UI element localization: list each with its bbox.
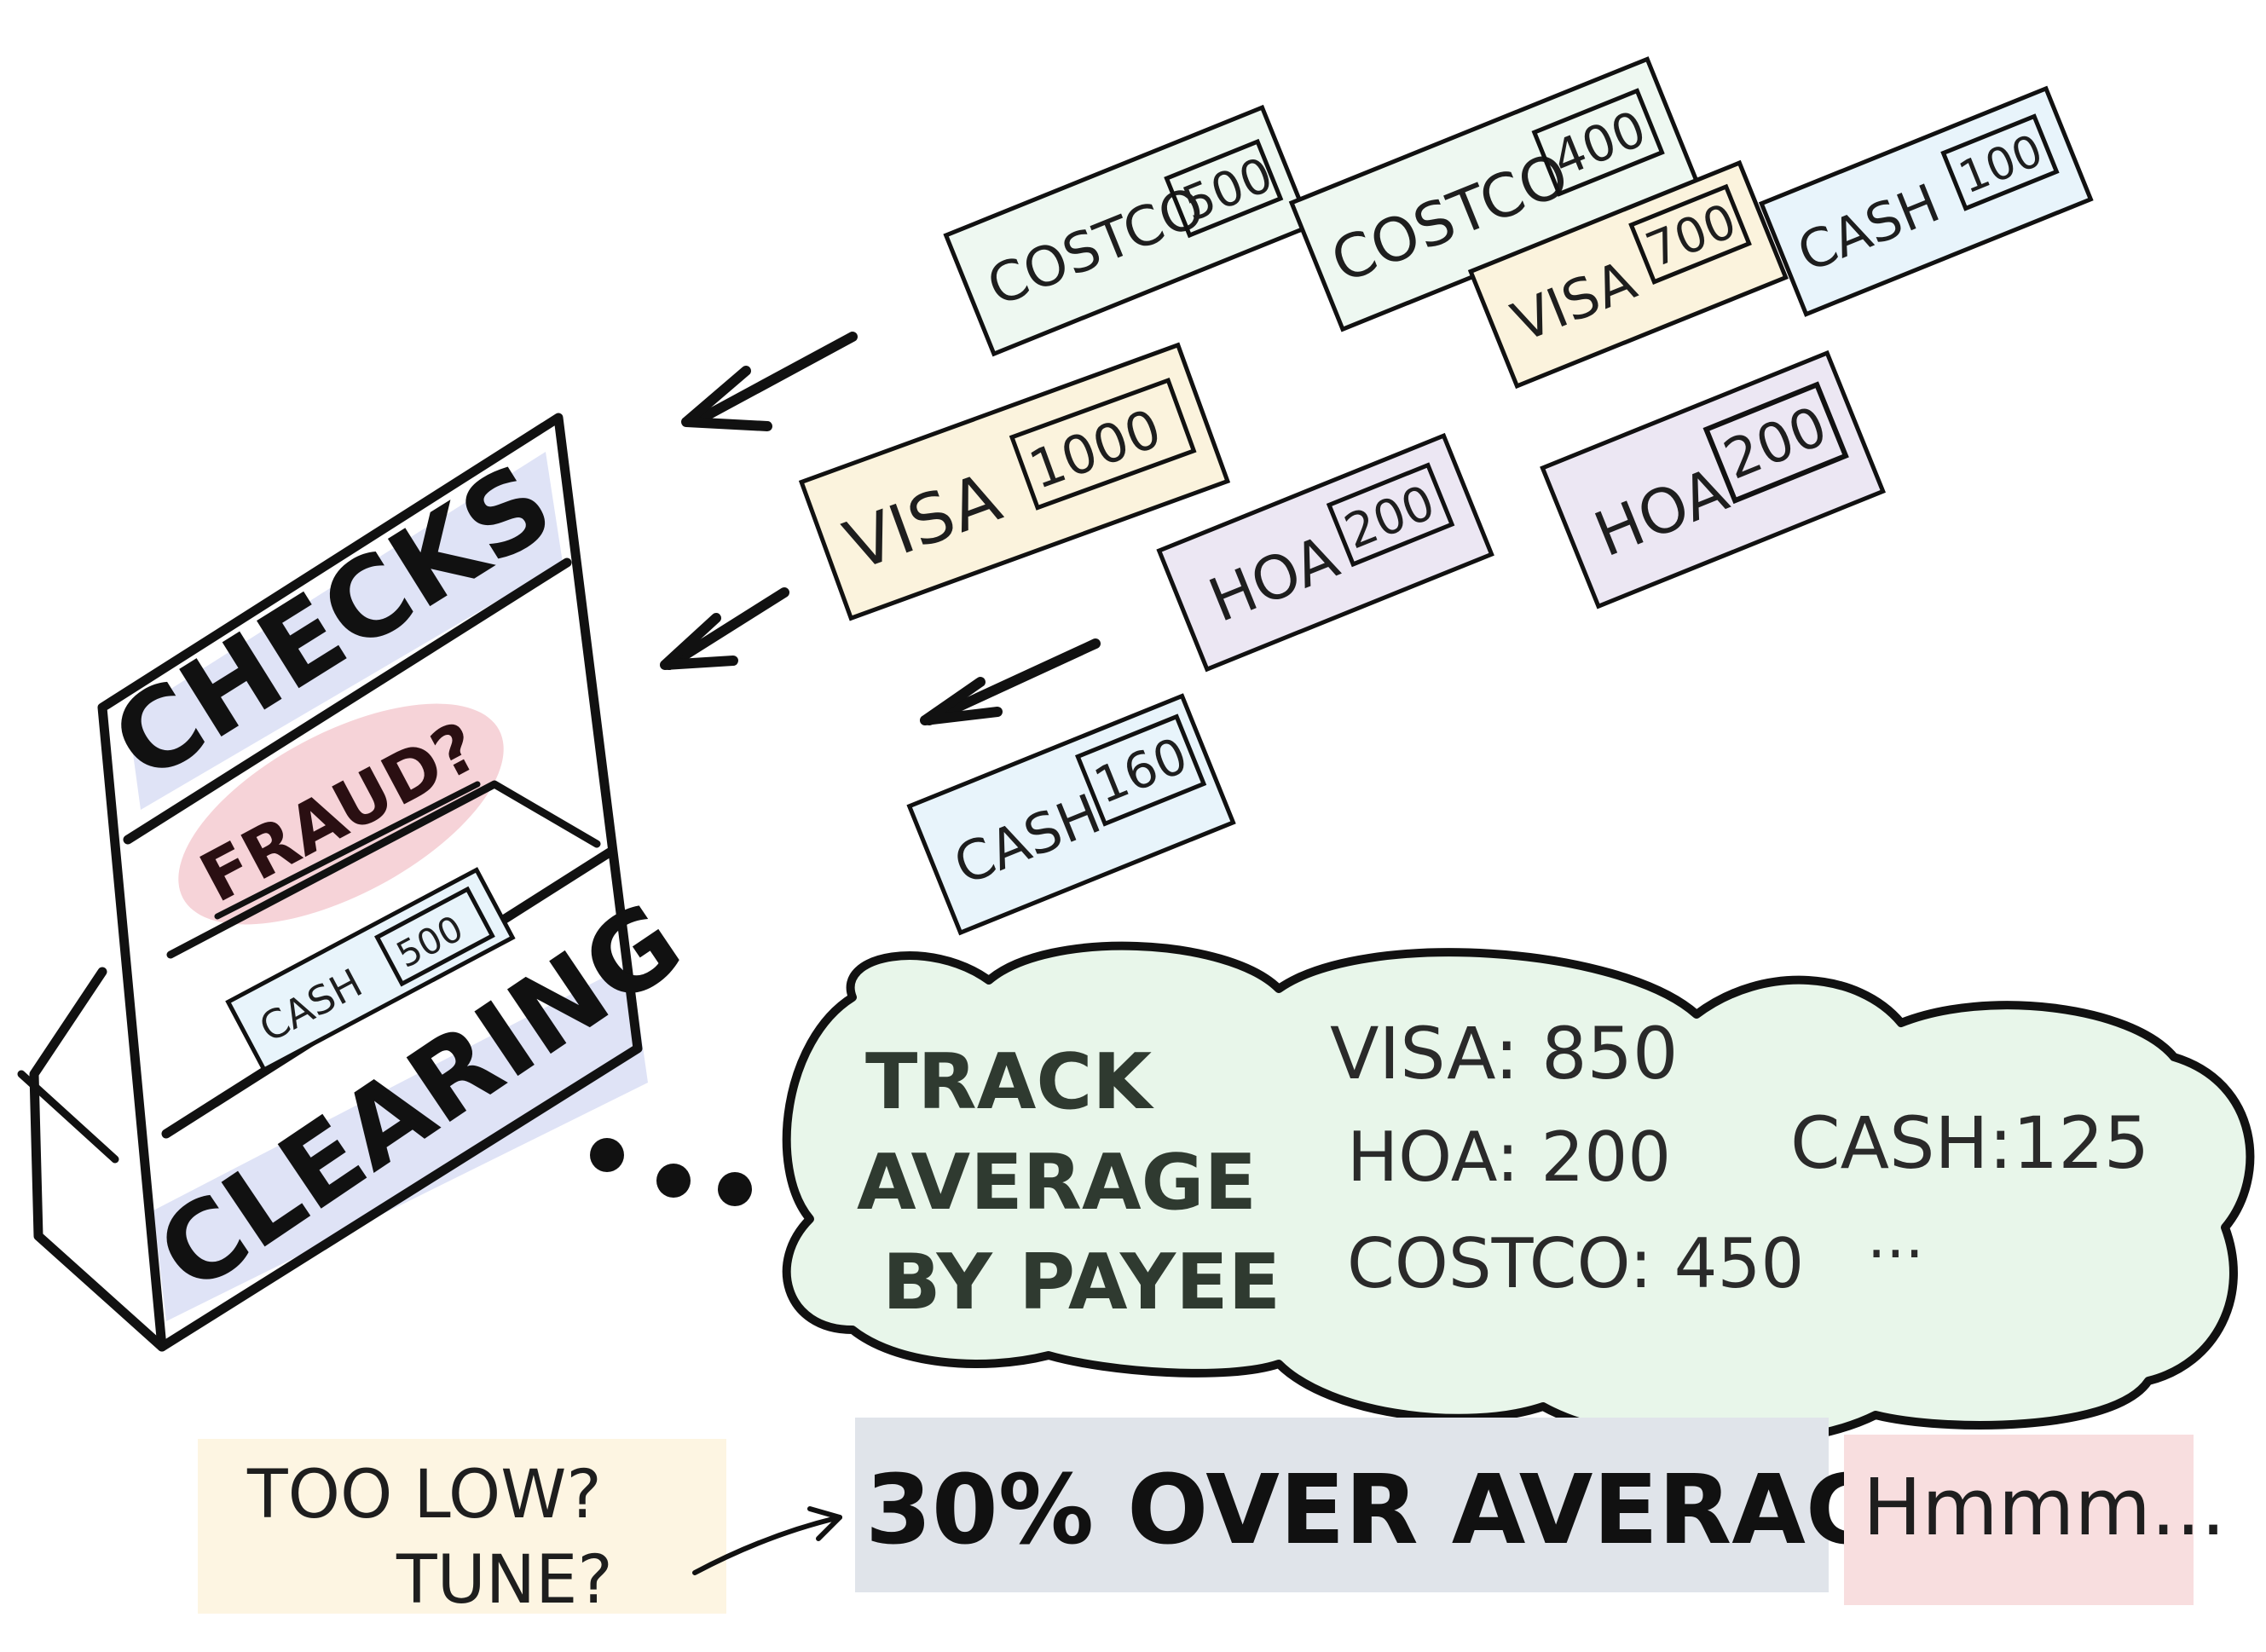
note-line-1: TOO LOW?	[246, 1457, 602, 1534]
average-cloud: TRACK AVERAGE BY PAYEE VISA: 850 HOA: 20…	[782, 941, 2255, 1447]
arrow-bottom	[924, 638, 1101, 725]
cloud-title-line-1: TRACK	[865, 1037, 1154, 1127]
check-visa-700: VISA 700	[1467, 159, 1789, 390]
question-label: 30% OVER AVERAGE?	[865, 1455, 2004, 1566]
aside-highlight	[1844, 1435, 2194, 1605]
cloud-shape	[782, 941, 2255, 1447]
arrows	[660, 332, 1101, 725]
inner-check: CASH 500	[225, 867, 516, 1073]
checks-highlight	[128, 452, 563, 810]
note-highlight	[198, 1439, 726, 1614]
checks-group: COSTCO 500 COSTCO 400 VISA 700 CASH 100	[798, 56, 2094, 936]
clearing-box: CHECKS FRAUD? CLEARING CASH 500	[17, 413, 703, 1352]
average-cash: CASH:125	[1790, 1101, 2149, 1185]
check-costco-500: COSTCO 500	[943, 104, 1313, 357]
clearing-highlight	[153, 963, 648, 1321]
average-visa: VISA: 850	[1330, 1012, 1678, 1095]
check-hoa-200-b: HOA 200	[1540, 349, 1886, 609]
average-costco: COSTCO: 450	[1347, 1224, 1804, 1303]
check-cash-100: CASH 100	[1758, 85, 2094, 317]
average-more: ...	[1867, 1202, 1924, 1272]
check-cash-160: CASH 160	[906, 693, 1236, 936]
aside-label: Hmmm...	[1863, 1462, 2226, 1553]
note-line-2: TUNE?	[396, 1542, 613, 1619]
note-arrow	[692, 1515, 842, 1575]
arrow-top	[690, 332, 858, 427]
cloud-title-line-3: BY PAYEE	[882, 1238, 1280, 1327]
question-highlight	[855, 1418, 1829, 1592]
bottom-row: TOO LOW? TUNE? 30% OVER AVERAGE? Hmmm...	[198, 1418, 2226, 1619]
fraud-highlight	[178, 703, 504, 925]
cloud-title-line-2: AVERAGE	[857, 1138, 1257, 1227]
check-visa-1000: VISA 1000	[798, 342, 1231, 621]
arrow-middle	[664, 587, 789, 670]
check-hoa-200-a: HOA 200	[1156, 432, 1494, 673]
ellipsis-dots	[590, 1138, 752, 1206]
average-hoa: HOA: 200	[1347, 1118, 1671, 1197]
